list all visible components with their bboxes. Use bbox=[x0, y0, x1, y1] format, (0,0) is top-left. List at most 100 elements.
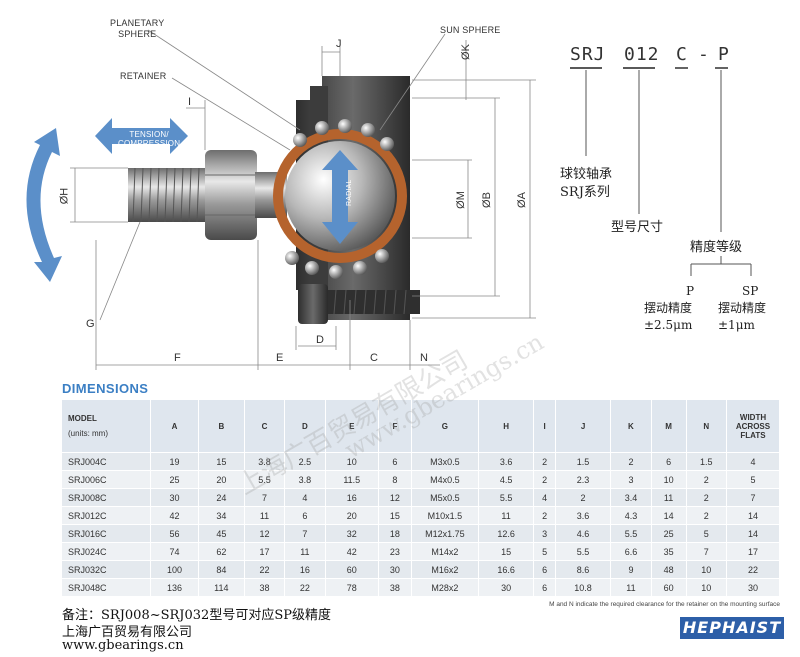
value-cell: 8 bbox=[378, 470, 412, 489]
value-cell: 2 bbox=[533, 506, 556, 525]
value-cell: 20 bbox=[198, 470, 245, 489]
value-cell: 5 bbox=[726, 470, 780, 489]
header-a: A bbox=[150, 400, 199, 453]
value-cell: 10 bbox=[325, 452, 379, 471]
value-cell: 22 bbox=[726, 560, 780, 579]
value-cell: 6 bbox=[378, 452, 412, 471]
header-f: F bbox=[378, 400, 412, 453]
value-cell: 62 bbox=[198, 542, 245, 561]
dim-k: ØK bbox=[459, 44, 472, 60]
value-cell: M16x2 bbox=[411, 560, 479, 579]
value-cell: 6.6 bbox=[610, 542, 652, 561]
value-cell: M3x0.5 bbox=[411, 452, 479, 471]
value-cell: 5 bbox=[533, 542, 556, 561]
value-cell: 10 bbox=[686, 560, 728, 579]
value-cell: 2 bbox=[610, 452, 652, 471]
dim-c: C bbox=[370, 352, 378, 364]
value-cell: 7 bbox=[686, 542, 728, 561]
value-cell: 2 bbox=[533, 452, 556, 471]
hephaist-logo: HEPHAIST bbox=[680, 617, 784, 639]
dim-d: D bbox=[316, 334, 324, 346]
value-cell: 1.5 bbox=[686, 452, 728, 471]
value-cell: 11 bbox=[651, 488, 687, 507]
value-cell: 14 bbox=[726, 506, 780, 525]
dim-i: I bbox=[188, 96, 192, 108]
dim-e: E bbox=[276, 352, 284, 364]
value-cell: 84 bbox=[198, 560, 245, 579]
sun-sphere-label: SUN SPHERE bbox=[440, 25, 501, 35]
radial-arrow bbox=[322, 150, 358, 244]
value-cell: 3.4 bbox=[610, 488, 652, 507]
code-tree-lines bbox=[570, 67, 752, 276]
value-cell: 4 bbox=[726, 452, 780, 471]
value-cell: 7 bbox=[726, 488, 780, 507]
value-cell: 22 bbox=[244, 560, 286, 579]
value-cell: 7 bbox=[244, 488, 286, 507]
value-cell: 42 bbox=[150, 506, 199, 525]
value-cell: 60 bbox=[651, 578, 687, 596]
value-cell: M12x1.75 bbox=[411, 524, 479, 543]
value-cell: 60 bbox=[325, 560, 379, 579]
value-cell: 14 bbox=[726, 524, 780, 543]
value-cell: 2 bbox=[686, 488, 728, 507]
value-cell: 2 bbox=[686, 470, 728, 489]
retainer-ring bbox=[273, 129, 407, 263]
company-name: 上海广百贸易有限公司 bbox=[62, 625, 193, 640]
value-cell: 3 bbox=[533, 524, 556, 543]
value-cell: 23 bbox=[378, 542, 412, 561]
value-cell: 11 bbox=[244, 506, 286, 525]
p-precision-text: 摆动精度±2.5μm bbox=[644, 301, 693, 332]
moment-label: MOMENT bbox=[16, 165, 23, 198]
mounting-bolt-head bbox=[298, 284, 328, 324]
value-cell: 17 bbox=[244, 542, 286, 561]
value-cell: 74 bbox=[150, 542, 199, 561]
value-cell: 42 bbox=[325, 542, 379, 561]
model-cell: SRJ004C bbox=[62, 452, 151, 471]
value-cell: 1.5 bbox=[555, 452, 612, 471]
header-width-across-flats: WIDTH ACROSS FLATS bbox=[726, 400, 780, 453]
value-cell: 48 bbox=[651, 560, 687, 579]
dim-g: G bbox=[86, 318, 95, 330]
value-cell: 3.6 bbox=[555, 506, 612, 525]
header-i: I bbox=[533, 400, 556, 453]
value-cell: 5.5 bbox=[244, 470, 286, 489]
value-cell: 5 bbox=[686, 524, 728, 543]
model-cell: SRJ006C bbox=[62, 470, 151, 489]
model-cell: SRJ048C bbox=[62, 578, 151, 596]
header-g: G bbox=[411, 400, 479, 453]
threaded-shaft bbox=[128, 168, 208, 222]
value-cell: 5.5 bbox=[478, 488, 535, 507]
value-cell: 100 bbox=[150, 560, 199, 579]
header-c: C bbox=[244, 400, 286, 453]
value-cell: 11.5 bbox=[325, 470, 379, 489]
value-cell: 10 bbox=[686, 578, 728, 596]
header-h: H bbox=[478, 400, 535, 453]
value-cell: 9 bbox=[610, 560, 652, 579]
value-cell: 38 bbox=[244, 578, 286, 596]
value-cell: 136 bbox=[150, 578, 199, 596]
radial-label: RADIAL bbox=[346, 179, 353, 207]
hex-nut bbox=[205, 150, 257, 240]
value-cell: 11 bbox=[284, 542, 326, 561]
value-cell: 4.3 bbox=[610, 506, 652, 525]
value-cell: 16.6 bbox=[478, 560, 535, 579]
header-d: D bbox=[284, 400, 326, 453]
model-cell: SRJ008C bbox=[62, 488, 151, 507]
value-cell: M10x1.5 bbox=[411, 506, 479, 525]
size-label: 型号尺寸 bbox=[611, 220, 664, 235]
value-cell: 6 bbox=[651, 452, 687, 471]
value-cell: 25 bbox=[651, 524, 687, 543]
model-cell: SRJ032C bbox=[62, 560, 151, 579]
retainer-label: RETAINER bbox=[120, 71, 167, 81]
value-cell: 2 bbox=[533, 470, 556, 489]
value-cell: 22 bbox=[284, 578, 326, 596]
header-model: MODEL (units: mm) bbox=[62, 400, 151, 453]
value-cell: 10.8 bbox=[555, 578, 612, 596]
value-cell: 78 bbox=[325, 578, 379, 596]
website-link[interactable]: www.gbearings.cn bbox=[62, 638, 184, 653]
